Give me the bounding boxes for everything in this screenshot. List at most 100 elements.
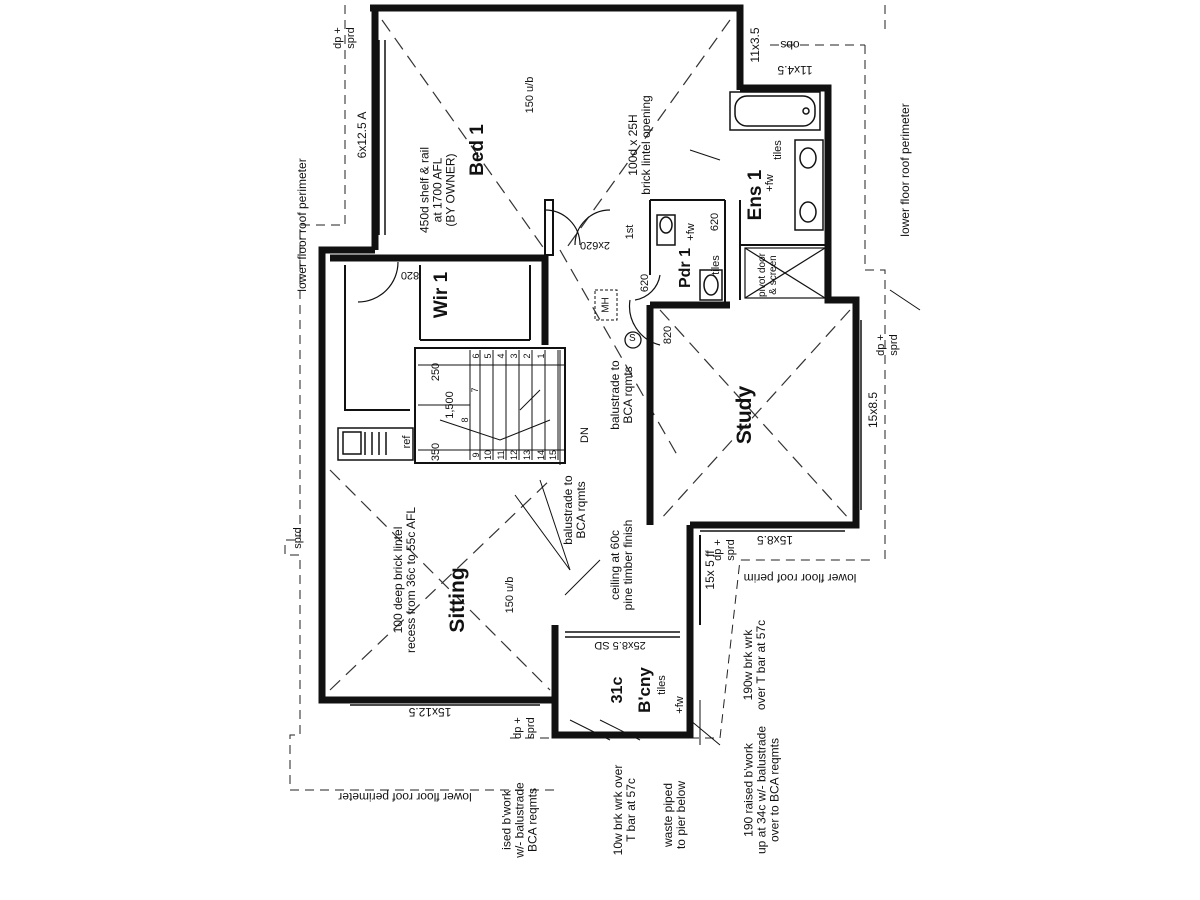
- bed1-shelf-line-3: (BY OWNER): [443, 153, 458, 227]
- stair-step-10: 10: [483, 449, 493, 461]
- stair-step-13: 13: [522, 449, 532, 461]
- bed1-opening-line-2: brick lintel opening: [639, 95, 653, 195]
- lower-roof-right: lower floor roof perimeter: [898, 103, 912, 237]
- downpipe-right: dp + sprd: [875, 334, 901, 356]
- stair-step-14: 14: [536, 449, 546, 461]
- downpipe-top-left-line-1: dp +: [332, 27, 344, 49]
- ceiling-line-2: pine timber finish: [621, 519, 635, 611]
- manhole-box: [594, 289, 618, 321]
- pdr-door-left-dim: 620: [639, 273, 651, 293]
- stair-step-5: 5: [483, 353, 493, 359]
- bed1-door-dim: 2x620: [580, 239, 610, 251]
- window-6x12-5: 6x12.5 A: [355, 111, 369, 159]
- downpipe-top-left: dp + sprd: [332, 27, 358, 49]
- windows: [350, 40, 862, 706]
- powder-wc: [656, 214, 723, 301]
- room-label-pdr-1: Pdr 1: [677, 247, 694, 289]
- spreader-left: sprd: [292, 527, 304, 549]
- downpipe-bcny-line-1: dp +: [512, 717, 524, 739]
- stair-step-1: 1: [536, 353, 546, 359]
- balustrade-bottom-line-2: BCA rqmts: [574, 481, 588, 539]
- shower: [744, 247, 826, 299]
- stair-step-8: 8: [460, 417, 470, 423]
- raised-brickwork-right-line-3: over to BCA reqmts: [767, 737, 782, 843]
- ensuite-basins: [794, 139, 824, 231]
- balustrade-note-bottom: balustrade to BCA rqmts: [561, 475, 588, 544]
- downpipe-right-line-1: dp +: [875, 334, 887, 356]
- waste-piped-note: waste piped to pier below: [661, 780, 688, 850]
- balustrade-note-top: balustrade to BCA rqmts: [608, 360, 635, 429]
- window-11x3-5: 11x3.5: [748, 27, 762, 63]
- bcny-window-dim: 25x8.5 SD: [594, 639, 646, 651]
- wir-door-dim: 820: [400, 269, 420, 281]
- brick-over-tbar-left-line-2: T bar at 57c: [624, 778, 638, 842]
- downpipe-study-line-2: sprd: [725, 539, 737, 561]
- stair-step-15: 15: [548, 449, 558, 461]
- bed1-ub-note: 150 u/b: [524, 76, 536, 114]
- sitting-lintel-line-2: recess from 36c to 55c AFL: [404, 506, 418, 654]
- leader-lines: [514, 149, 921, 746]
- bcny-tiles-note: tiles: [656, 675, 668, 695]
- brick-over-tbar-right: 190w brk wrk over T bar at 57c: [741, 619, 768, 711]
- room-label-sitting: Sitting: [446, 567, 469, 633]
- sitting-ub-note: 150 u/b: [504, 576, 516, 614]
- smoke-detector-icon: [624, 331, 642, 349]
- pdr-door-top-dim: 620: [709, 212, 721, 232]
- downpipe-top-left-line-2: sprd: [345, 27, 357, 49]
- lower-roof-mid: lower floor roof perim: [743, 571, 857, 585]
- bcny-floor-waste: +fw: [674, 696, 686, 714]
- window-15x8-5-bottom: 15x8.5: [756, 533, 794, 547]
- bed1-opening-note: 100d x 25H brick lintel opening: [626, 95, 653, 195]
- stair-step-11: 11: [496, 450, 506, 460]
- room-label-wir-1: Wir 1: [431, 271, 452, 319]
- kitchenette: [337, 427, 414, 461]
- stair-step-6: 6: [471, 353, 481, 359]
- pdr-tiles-note: tiles: [710, 255, 722, 275]
- downpipe-bcny: dp + sprd: [512, 717, 538, 739]
- stair-step-4: 4: [496, 353, 506, 359]
- lower-roof-bottom: lower floor roof perimeter: [338, 790, 472, 804]
- balustrade-top-line-2: BCA rqmts: [621, 366, 635, 424]
- downpipe-study-line-1: dp +: [712, 539, 724, 561]
- ens-tiles-note: tiles: [772, 140, 784, 160]
- pivot-door-note: pivot door & screen: [757, 253, 779, 297]
- raised-brickwork-right: 190 raised b'work up at 34c w/- balustra…: [742, 726, 782, 854]
- bath: [729, 91, 821, 131]
- stair-step-12: 12: [509, 449, 519, 461]
- sitting-lintel-note: 100 deep brick lintel recess from 36c to…: [391, 506, 418, 654]
- stair-step-9: 9: [471, 452, 481, 458]
- first-floor-label: 1st: [624, 224, 636, 240]
- raised-brickwork-left-line-3: BCA reqmts: [525, 787, 540, 853]
- stair-step-3: 3: [509, 353, 519, 359]
- stair-width-dim: 350: [430, 442, 442, 462]
- fridge-label: ref: [401, 435, 413, 449]
- pivot-door-line-2: & screen: [768, 255, 779, 295]
- pdr-floor-waste: +fw: [685, 223, 697, 241]
- window-11x4-5: 11x4.5: [777, 63, 813, 77]
- window-obs-label: obs: [780, 38, 800, 52]
- window-15x12-5: 15x12.5: [408, 705, 452, 719]
- pivot-door-line-1: pivot door: [757, 253, 768, 297]
- brick-over-tbar-right-line-2: over T bar at 57c: [754, 619, 768, 711]
- downpipe-bcny-line-2: sprd: [525, 717, 537, 739]
- downpipe-study: dp + sprd: [712, 539, 738, 561]
- ceiling-note: ceiling at 60c pine timber finish: [608, 519, 635, 611]
- stair-rise-dim: 1,500: [444, 391, 456, 419]
- internal-walls: [344, 199, 828, 625]
- room-label-bed-1: Bed 1: [467, 124, 488, 176]
- door-swings: [357, 209, 661, 346]
- bcny-level: 31c: [609, 676, 626, 704]
- stair-step-7: 7: [470, 387, 480, 393]
- study-door-dim: 820: [662, 325, 674, 345]
- smoke-detector-label: S: [629, 333, 636, 344]
- brick-over-tbar-left: 10w brk wrk over T bar at 57c: [611, 765, 638, 856]
- room-label-bcny: B'cny: [635, 667, 654, 713]
- waste-piped-line-2: to pier below: [674, 780, 688, 850]
- raised-brickwork-left: ised b'work w/- balustrade BCA reqmts: [500, 782, 540, 857]
- manhole-label: MH: [600, 297, 612, 313]
- bed1-shelf-note: 450d shelf & rail at 1700 AFL (BY OWNER): [418, 147, 458, 233]
- room-diagonals: [329, 19, 851, 691]
- stair-step-2: 2: [522, 353, 532, 359]
- window-15x8-5-right: 15x8.5: [866, 391, 880, 429]
